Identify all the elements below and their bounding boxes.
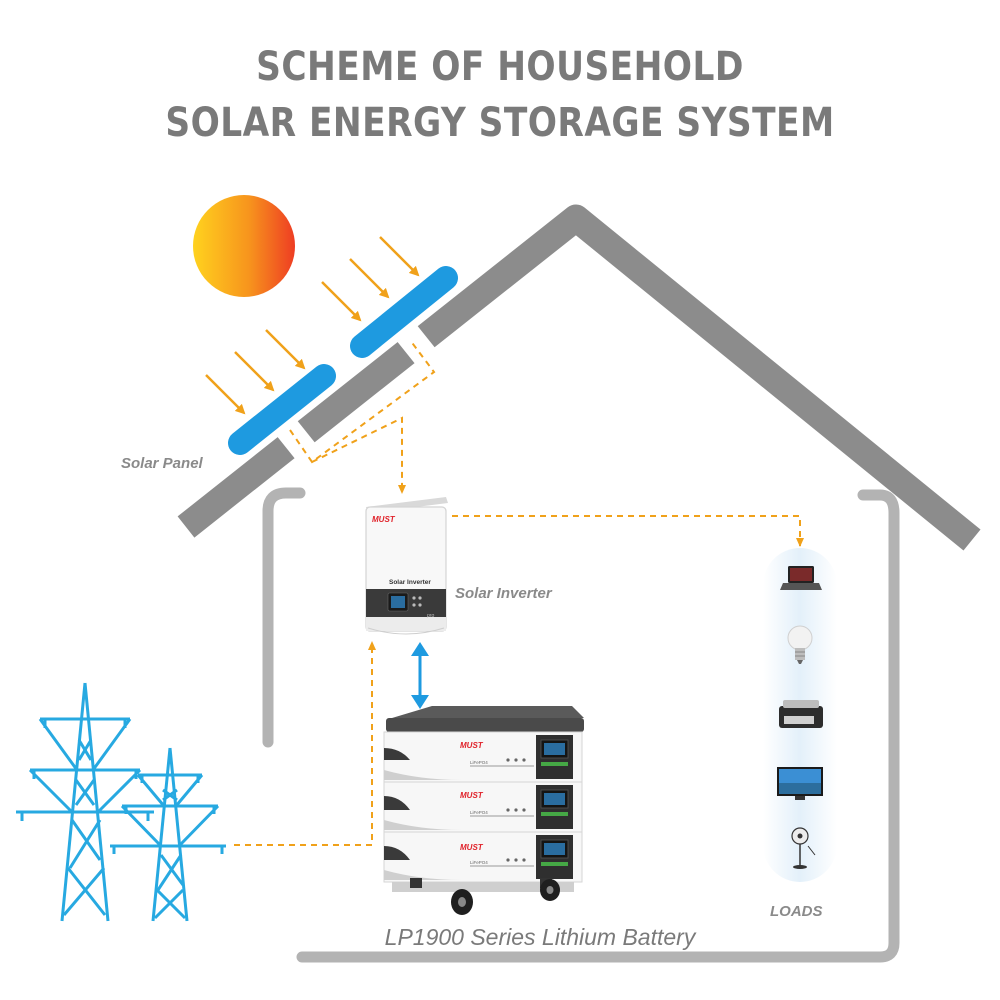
sun-icon [193, 195, 295, 297]
battery-wheels [410, 878, 560, 915]
dashed-connections [234, 339, 804, 846]
solar-inverter: MUST Solar Inverter pro [365, 497, 448, 635]
battery-brand-text-1: MUST [460, 741, 484, 750]
battery-module-2: MUST LiFePO4 [383, 781, 583, 833]
inverter-badge-text: pro [426, 613, 434, 619]
loads-panel [763, 548, 837, 882]
solar-panel-label: Solar Panel [121, 455, 203, 472]
battery-model-text-2: LiFePO4 [470, 810, 488, 815]
battery-model-text-1: LiFePO4 [470, 760, 488, 765]
solar-panel-lower [228, 364, 336, 455]
solar-panel-upper [350, 266, 458, 358]
loads-label: LOADS [770, 903, 823, 920]
battery-model-text-3: LiFePO4 [470, 860, 488, 865]
inverter-battery-arrow [411, 642, 429, 709]
battery-module-1: MUST LiFePO4 [383, 731, 583, 783]
fan-icon [791, 827, 816, 869]
title-line-2: SOLAR ENERGY STORAGE SYSTEM [165, 100, 835, 146]
power-pylon-small [110, 747, 226, 922]
inverter-brand-text: MUST [372, 515, 396, 524]
solar-panels [228, 266, 458, 455]
tv-icon [777, 767, 823, 800]
battery-brand-text-3: MUST [460, 843, 484, 852]
title-line-1: SCHEME OF HOUSEHOLD [256, 44, 744, 90]
battery-brand-text-2: MUST [460, 791, 484, 800]
inverter-face-text: Solar Inverter [389, 579, 431, 586]
printer-icon [779, 700, 823, 728]
light-bulb-icon [787, 625, 813, 664]
laptop-icon [780, 566, 822, 590]
sun-rays [205, 236, 420, 415]
solar-inverter-label: Solar Inverter [455, 585, 552, 602]
house-walls [262, 487, 900, 963]
battery-label: LP1900 Series Lithium Battery [384, 924, 696, 950]
battery-module-3: MUST LiFePO4 [383, 831, 583, 883]
battery-stack: MUST LiFePO4 MUST LiFePO4 [383, 706, 584, 915]
power-pylon-large [16, 682, 154, 922]
